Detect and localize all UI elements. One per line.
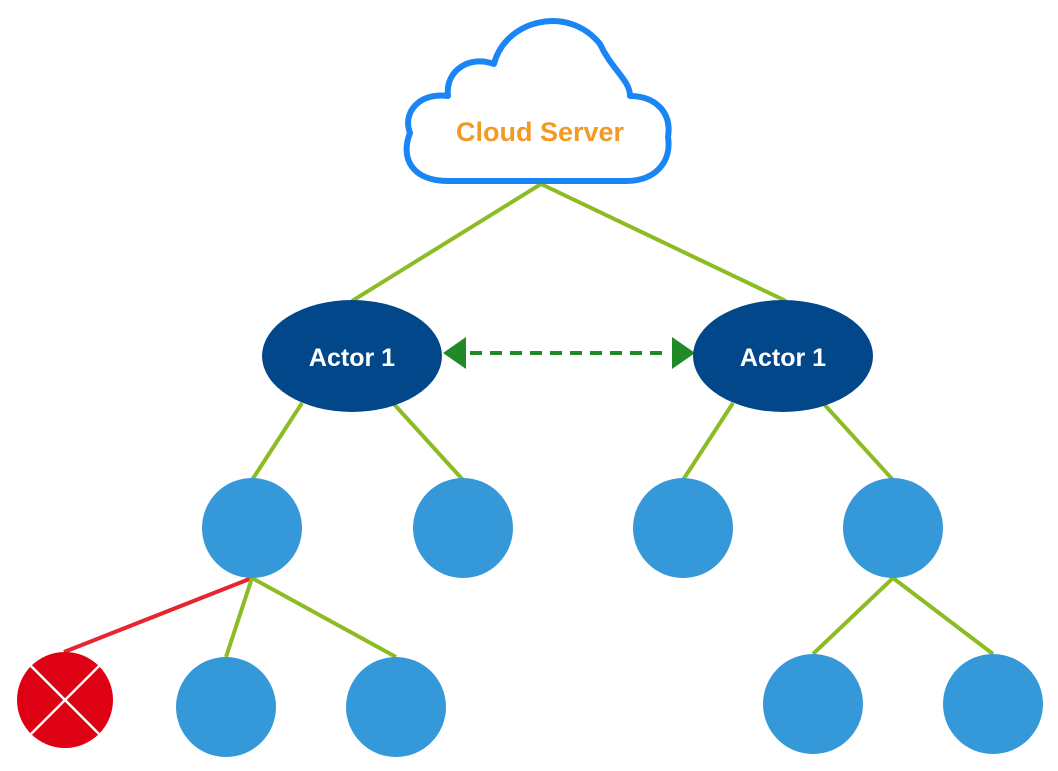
leaf-links [63, 576, 995, 659]
actor-shape [693, 300, 873, 412]
peer-link [443, 337, 695, 369]
node-circle [943, 654, 1043, 754]
cloud-server: Cloud Server [403, 18, 672, 184]
link-node-1-leaf-3 [251, 576, 397, 659]
node-circle [176, 657, 276, 757]
actor-node-left: Actor 1 [262, 300, 442, 412]
x-mark-icon [30, 665, 100, 735]
cloud-icon [403, 18, 672, 184]
link-node-4-leaf-4 [811, 576, 895, 656]
actor-shape [262, 300, 442, 412]
cloud-label: Cloud Server [456, 117, 625, 147]
actor-label: Actor 1 [740, 344, 826, 372]
node-circle [413, 478, 513, 578]
actor-node-right: Actor 1 [693, 300, 873, 412]
link-node-4-leaf-5 [891, 576, 995, 656]
actor-links [250, 401, 895, 482]
leaf-nodes [176, 654, 1043, 757]
node-circle [346, 657, 446, 757]
node-circle [633, 478, 733, 578]
actor-label: Actor 1 [309, 344, 395, 372]
link-node-1-leaf-2 [224, 577, 254, 658]
link-cloud-actor-right [540, 182, 787, 303]
node-circle [763, 654, 863, 754]
node-circle [202, 478, 302, 578]
arrowhead-icon-right [672, 337, 695, 369]
link-actor-right-node-4 [821, 401, 895, 482]
link-actor-left-node-1 [250, 401, 304, 482]
child-nodes [202, 478, 943, 578]
link-actor-left-node-2 [391, 401, 465, 482]
arrowhead-icon-left [443, 337, 466, 369]
failed-link [63, 576, 253, 654]
failed-node [17, 652, 113, 748]
link-cloud-actor-left [350, 182, 543, 303]
node-circle [843, 478, 943, 578]
link-actor-right-node-3 [681, 401, 735, 482]
cloud-links [350, 182, 787, 303]
